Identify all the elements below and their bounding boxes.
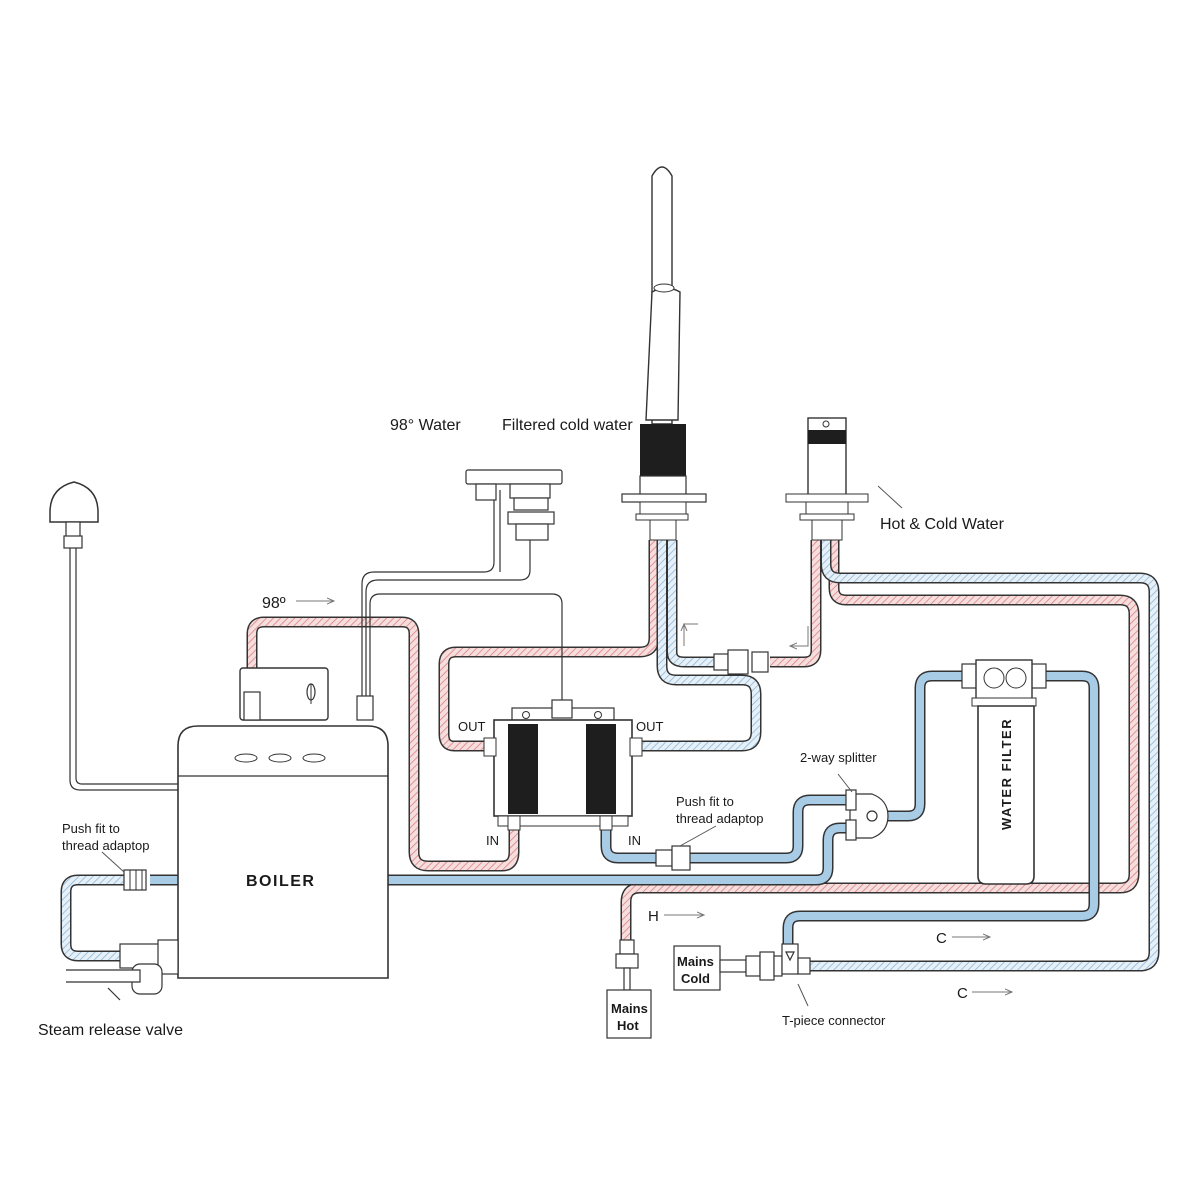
label-filtered-cold-water: Filtered cold water [502, 417, 633, 434]
flow-arrows [296, 601, 1012, 992]
boiler-unit [177, 667, 389, 979]
label-hot-cold-water: Hot & Cold Water [880, 516, 1005, 533]
two-way-splitter [845, 789, 889, 841]
label-in-right: IN [628, 833, 641, 848]
hot-cold-tap [785, 417, 869, 541]
cold-hatched-pipes [60, 540, 1160, 972]
label-mains-hot-1: Mains [611, 1001, 648, 1016]
label-boiler: BOILER [246, 873, 315, 890]
inline-connector [713, 649, 769, 675]
mixer-unit [483, 699, 643, 831]
filtered-pipes [150, 670, 1100, 944]
push-fit-adaptor-left [123, 869, 147, 891]
label-push-fit-right-2: thread adaptop [676, 811, 763, 826]
callout-lines [101, 485, 903, 1007]
boiling-water-tap [621, 166, 707, 541]
label-98-degrees: 98º [262, 595, 286, 612]
label-flow-c-upper: C [936, 930, 947, 947]
label-98-water: 98° Water [390, 417, 461, 434]
push-fit-adaptor-right [655, 845, 691, 871]
mains-cold-connector [673, 945, 783, 991]
label-mains-cold-1: Mains [677, 954, 714, 969]
mains-hot-connector [606, 939, 652, 1039]
dual-outlet [465, 469, 563, 541]
t-piece-connector [781, 943, 811, 975]
power-plug [49, 481, 99, 549]
label-water-filter: WATER FILTER [999, 718, 1014, 830]
steam-release-valve [66, 939, 179, 1001]
label-flow-c-lower: C [957, 985, 968, 1002]
label-mains-cold-2: Cold [681, 971, 710, 986]
label-push-fit-left-2: thread adaptop [62, 838, 149, 853]
label-in-left: IN [486, 833, 499, 848]
label-t-piece-connector: T-piece connector [782, 1013, 886, 1028]
hot-pipes [246, 540, 1140, 940]
label-push-fit-left-1: Push fit to [62, 821, 120, 836]
label-2-way-splitter: 2-way splitter [800, 750, 877, 765]
water-filter [961, 659, 1047, 885]
sensor-wires [69, 490, 563, 791]
label-steam-release-valve: Steam release valve [38, 1022, 183, 1039]
label-push-fit-right-1: Push fit to [676, 794, 734, 809]
label-flow-h: H [648, 908, 659, 925]
label-out-left: OUT [458, 719, 486, 734]
label-mains-hot-2: Hot [617, 1018, 639, 1033]
label-out-right: OUT [636, 719, 664, 734]
